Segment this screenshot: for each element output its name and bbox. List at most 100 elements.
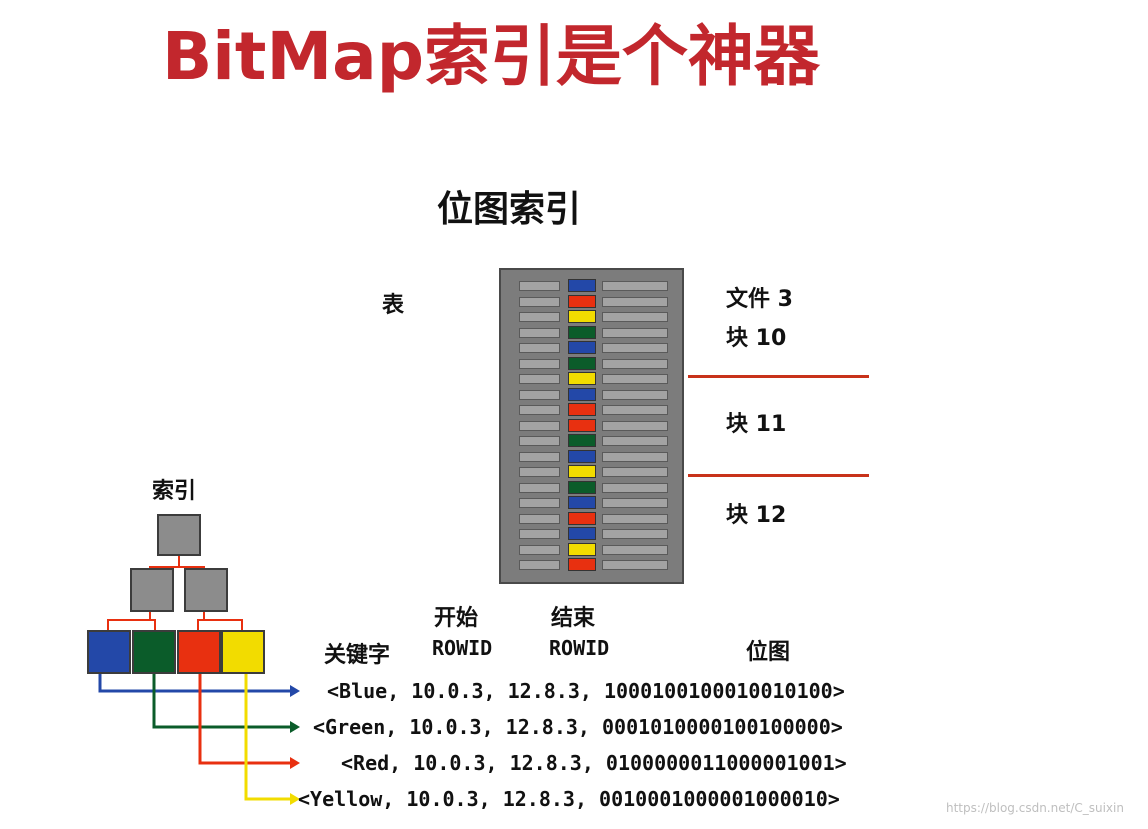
row-cell [602, 452, 668, 462]
row-cell [519, 545, 560, 555]
table-row [501, 526, 682, 542]
index-root-node [157, 514, 201, 556]
row-cell [519, 514, 560, 524]
start-rowid-header-top: 开始 [434, 600, 478, 632]
row-key-cell-blue [568, 279, 596, 292]
row-cell [602, 374, 668, 384]
row-cell [519, 359, 560, 369]
table-row [501, 387, 682, 403]
table-row [501, 402, 682, 418]
row-cell [602, 421, 668, 431]
bitmap-entry-yellow: <Yellow, 10.0.3, 12.8.3, 001000100000100… [298, 787, 840, 811]
table-row [501, 418, 682, 434]
row-cell [602, 297, 668, 307]
file-label: 文件 3 [726, 281, 793, 313]
index-branch-node [184, 568, 228, 612]
key-column-header: 关键字 [324, 637, 390, 669]
index-label: 索引 [152, 473, 196, 505]
row-key-cell-red [568, 403, 596, 416]
table-row [501, 371, 682, 387]
row-key-cell-yellow [568, 543, 596, 556]
row-cell [602, 529, 668, 539]
leaf-node-yellow [221, 630, 265, 674]
row-cell [602, 328, 668, 338]
table-row [501, 511, 682, 527]
row-key-cell-blue [568, 341, 596, 354]
row-cell [602, 545, 668, 555]
block-divider-line [688, 375, 869, 378]
row-key-cell-red [568, 295, 596, 308]
table-row [501, 449, 682, 465]
table-row [501, 480, 682, 496]
table-row [501, 464, 682, 480]
row-key-cell-red [568, 419, 596, 432]
leaf-node-blue [87, 630, 131, 674]
watermark: https://blog.csdn.net/C_suixin [946, 801, 1124, 815]
row-cell [519, 529, 560, 539]
table-label: 表 [382, 287, 404, 319]
bitmap-entry-red: <Red, 10.0.3, 12.8.3, 010000001100000100… [341, 751, 847, 775]
row-cell [519, 467, 560, 477]
row-cell [602, 312, 668, 322]
row-key-cell-yellow [568, 310, 596, 323]
row-cell [602, 359, 668, 369]
row-cell [519, 436, 560, 446]
table-row [501, 495, 682, 511]
row-cell [519, 343, 560, 353]
row-cell [602, 498, 668, 508]
block-11-label: 块 11 [726, 406, 786, 438]
row-key-cell-green [568, 357, 596, 370]
bitmap-entry-blue: <Blue, 10.0.3, 12.8.3, 10001001000100101… [327, 679, 845, 703]
page-title: BitMap索引是个神器 [162, 24, 820, 90]
row-cell [519, 421, 560, 431]
row-key-cell-green [568, 326, 596, 339]
row-cell [602, 436, 668, 446]
row-cell [519, 483, 560, 493]
row-cell [519, 560, 560, 570]
row-key-cell-yellow [568, 372, 596, 385]
row-cell [519, 297, 560, 307]
row-key-cell-red [568, 558, 596, 571]
block-12-label: 块 12 [726, 497, 786, 529]
row-key-cell-blue [568, 450, 596, 463]
row-cell [519, 328, 560, 338]
row-cell [602, 560, 668, 570]
row-cell [602, 483, 668, 493]
row-cell [519, 390, 560, 400]
table-row [501, 309, 682, 325]
bitmap-entry-green: <Green, 10.0.3, 12.8.3, 0001010000100100… [313, 715, 843, 739]
row-cell [602, 514, 668, 524]
table-row [501, 542, 682, 558]
block-divider-line [688, 474, 869, 477]
table-row [501, 278, 682, 294]
row-key-cell-yellow [568, 465, 596, 478]
leaf-node-green [132, 630, 176, 674]
table-row [501, 340, 682, 356]
table-row [501, 294, 682, 310]
block-10-label: 块 10 [726, 320, 786, 352]
table-graphic [499, 268, 684, 584]
row-cell [519, 498, 560, 508]
row-cell [602, 281, 668, 291]
row-cell [602, 405, 668, 415]
row-cell [519, 452, 560, 462]
row-cell [602, 467, 668, 477]
table-row [501, 325, 682, 341]
row-key-cell-green [568, 434, 596, 447]
table-row [501, 356, 682, 372]
leaf-node-red [177, 630, 221, 674]
table-row [501, 433, 682, 449]
table-row [501, 557, 682, 573]
row-cell [519, 405, 560, 415]
start-rowid-header-bottom: ROWID [432, 636, 492, 660]
row-key-cell-blue [568, 527, 596, 540]
end-rowid-header-top: 结束 [551, 600, 595, 632]
row-cell [602, 343, 668, 353]
index-branch-node [130, 568, 174, 612]
row-key-cell-red [568, 512, 596, 525]
row-cell [519, 374, 560, 384]
row-key-cell-blue [568, 496, 596, 509]
row-cell [519, 312, 560, 322]
end-rowid-header-bottom: ROWID [549, 636, 609, 660]
row-key-cell-blue [568, 388, 596, 401]
